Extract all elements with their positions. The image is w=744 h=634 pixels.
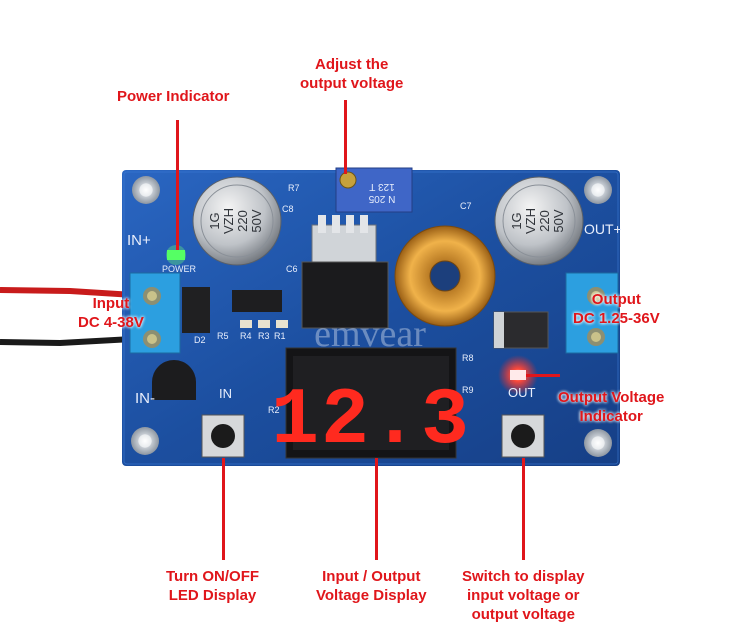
- left-push-button: [201, 414, 245, 458]
- cap-right-text-2: 220: [537, 210, 552, 232]
- watermark: emvear: [314, 313, 426, 355]
- label-io-display: Input / Output Voltage Display: [316, 567, 427, 605]
- label-io-display-line-1: Input / Output: [322, 568, 421, 585]
- label-power-line-1: Power Indicator: [117, 88, 230, 105]
- label-turn-onoff-line-2: LED Display: [168, 587, 257, 604]
- mount-hole: [584, 176, 612, 204]
- label-output-indicator: Output Voltage Indicator: [558, 388, 664, 426]
- callout-line-turn-onoff: [222, 458, 225, 560]
- label-output-indicator-line-2: Indicator: [579, 408, 643, 425]
- callout-line-output-indicator: [526, 374, 560, 377]
- cap-right-text-3: 50V: [551, 209, 566, 232]
- callout-line-power: [176, 120, 179, 250]
- silk-r7: R7: [288, 183, 300, 193]
- label-adjust-line-2: output voltage: [300, 75, 404, 92]
- label-output-line-2: DC 1.25-36V: [573, 310, 660, 327]
- label-turn-onoff: Turn ON/OFF LED Display: [166, 567, 259, 605]
- capacitor-left: [192, 176, 282, 266]
- cap-right-text-0: 1G: [509, 212, 524, 229]
- black-wire: [0, 335, 151, 347]
- power-led: [167, 250, 185, 260]
- silk-r2: R2: [268, 405, 280, 415]
- silk-c7: C7: [460, 201, 472, 211]
- display-digits: 12.3: [271, 376, 471, 467]
- silk-r3: R3: [258, 331, 270, 341]
- cap-left-text-3: 50V: [249, 209, 264, 232]
- silk-c6: C6: [286, 264, 298, 274]
- silk-in-minus: IN-: [135, 390, 155, 407]
- label-output-line-1: Output: [591, 291, 641, 308]
- label-adjust-line-1: Adjust the: [314, 56, 389, 73]
- label-input-line-2: DC 4-38V: [78, 314, 144, 331]
- output-led: [510, 370, 526, 380]
- label-switch-line-3: output voltage: [471, 606, 575, 623]
- silk-in: IN: [219, 386, 232, 401]
- mount-hole: [131, 427, 159, 455]
- mount-hole: [584, 429, 612, 457]
- capacitor-right: [494, 176, 584, 266]
- label-input-line-1: Input: [92, 295, 130, 312]
- silk-r4: R4: [240, 331, 252, 341]
- silk-c8: C8: [282, 204, 294, 214]
- callout-line-adjust: [344, 100, 347, 174]
- silk-power: POWER: [162, 264, 197, 274]
- cap-left-text-0: 1G: [207, 212, 222, 229]
- label-turn-onoff-line-1: Turn ON/OFF: [166, 568, 260, 585]
- right-push-button: [501, 414, 545, 458]
- silk-r8: R8: [462, 353, 474, 363]
- label-output: Output DC 1.25-36V: [573, 290, 660, 328]
- callout-line-io-display: [375, 458, 378, 560]
- cap-left-text-2: 220: [235, 210, 250, 232]
- label-io-display-line-2: Voltage Display: [316, 587, 427, 604]
- silk-r9: R9: [462, 385, 474, 395]
- silk-in-plus: IN+: [127, 232, 151, 249]
- silk-d2: D2: [194, 335, 206, 345]
- pot-text-0: N 205: [368, 193, 395, 204]
- label-switch-line-1: Switch to display: [462, 568, 585, 585]
- silk-out: OUT: [508, 385, 536, 400]
- silk-r5: R5: [217, 331, 229, 341]
- potentiometer: [335, 167, 413, 213]
- cap-right-text-1: VZH: [523, 208, 538, 234]
- silk-out-plus: OUT+: [584, 221, 622, 237]
- label-switch-line-2: input voltage or: [467, 587, 580, 604]
- silk-r1: R1: [274, 331, 286, 341]
- pot-text-1: 123 T: [369, 181, 394, 192]
- label-output-indicator-line-1: Output Voltage: [558, 389, 665, 406]
- regulator-ic: [301, 261, 389, 329]
- label-power-indicator: Power Indicator: [117, 87, 230, 106]
- cap-left-text-1: VZH: [221, 208, 236, 234]
- callout-line-switch: [522, 458, 525, 560]
- label-switch-display: Switch to display input voltage or outpu…: [462, 567, 585, 624]
- label-adjust-output: Adjust the output voltage: [300, 55, 403, 93]
- mount-hole: [132, 176, 160, 204]
- label-input: Input DC 4-38V: [78, 294, 144, 332]
